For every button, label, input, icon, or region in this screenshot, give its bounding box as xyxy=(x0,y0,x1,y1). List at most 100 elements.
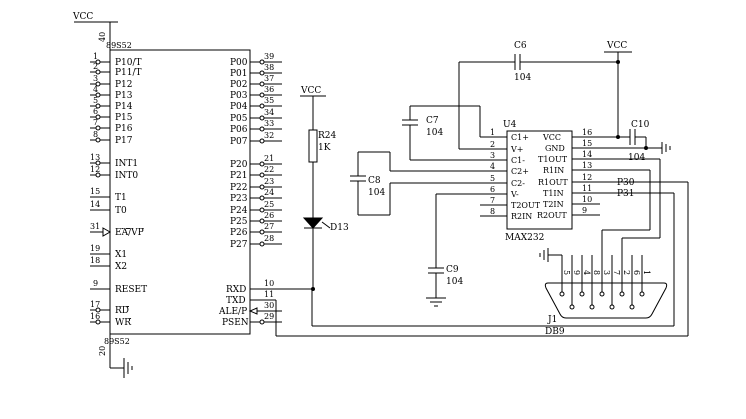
svg-text:35: 35 xyxy=(264,96,274,105)
db9-pins xyxy=(559,255,645,310)
svg-text:RD: RD xyxy=(115,306,129,316)
mcu-name-bottom: 89S52 xyxy=(104,337,130,346)
led-light-arrow xyxy=(321,221,331,229)
led-vcc-label: VCC xyxy=(300,86,321,96)
svg-text:R2OUT: R2OUT xyxy=(537,211,567,220)
svg-text:15: 15 xyxy=(582,139,592,148)
svg-text:29: 29 xyxy=(264,312,274,321)
svg-text:3: 3 xyxy=(93,74,98,83)
cap-c10: C10 104 xyxy=(618,120,650,163)
svg-text:P24: P24 xyxy=(230,206,248,216)
svg-text:ALE/P: ALE/P xyxy=(218,307,247,317)
svg-text:6: 6 xyxy=(490,185,495,194)
svg-text:P13: P13 xyxy=(115,91,133,101)
svg-text:X2: X2 xyxy=(115,262,127,272)
svg-text:P17: P17 xyxy=(115,136,133,146)
led-circuit: VCC R24 1K D13 xyxy=(300,86,349,291)
svg-text:R1IN: R1IN xyxy=(543,166,564,175)
svg-text:12: 12 xyxy=(90,165,100,174)
max232-pin-row: 3C1- xyxy=(480,151,525,165)
svg-text:34: 34 xyxy=(264,108,274,117)
svg-text:P21: P21 xyxy=(230,171,248,181)
cap-c6-ref: C6 xyxy=(514,41,527,51)
svg-text:P04: P04 xyxy=(230,102,248,112)
svg-text:13: 13 xyxy=(582,161,592,170)
svg-text:9: 9 xyxy=(582,206,587,215)
cap-c6: C6 104 xyxy=(458,41,618,150)
svg-text:1: 1 xyxy=(93,52,98,61)
svg-text:P06: P06 xyxy=(230,125,248,135)
svg-text:22: 22 xyxy=(264,165,274,174)
svg-text:P16: P16 xyxy=(115,124,133,134)
max232-body xyxy=(506,130,573,230)
svg-text:19: 19 xyxy=(90,244,100,253)
mcu-body xyxy=(109,49,251,335)
svg-text:V+: V+ xyxy=(510,145,523,154)
gnd-max232 xyxy=(661,142,671,154)
svg-text:2: 2 xyxy=(93,62,98,71)
svg-text:8: 8 xyxy=(93,130,98,139)
svg-text:5: 5 xyxy=(490,174,495,183)
svg-text:25: 25 xyxy=(264,200,274,209)
svg-text:6: 6 xyxy=(93,107,98,116)
svg-text:T1: T1 xyxy=(115,193,127,203)
vcc-top-right-label: VCC xyxy=(606,41,627,51)
svg-text:P11/T: P11/T xyxy=(115,68,142,78)
svg-text:17: 17 xyxy=(90,300,100,309)
svg-text:5: 5 xyxy=(93,96,98,105)
svg-text:8: 8 xyxy=(490,207,495,216)
svg-text:T0: T0 xyxy=(115,206,127,216)
svg-text:38: 38 xyxy=(264,63,274,72)
svg-text:INT0: INT0 xyxy=(115,171,138,181)
svg-text:24: 24 xyxy=(264,188,274,197)
svg-text:R2IN: R2IN xyxy=(511,212,532,221)
svg-text:P20: P20 xyxy=(230,160,248,170)
svg-text:RXD: RXD xyxy=(226,285,246,295)
svg-text:TXD: TXD xyxy=(226,296,246,306)
cap-c9-ref: C9 xyxy=(446,265,459,275)
svg-text:WR: WR xyxy=(115,318,131,328)
svg-text:23: 23 xyxy=(264,177,274,186)
svg-text:P15: P15 xyxy=(115,113,133,123)
svg-text:P27: P27 xyxy=(230,240,248,250)
svg-text:37: 37 xyxy=(264,74,274,83)
cap-c9: C9 104 xyxy=(426,193,480,307)
svg-text:33: 33 xyxy=(264,119,274,128)
resistor-r24 xyxy=(308,129,318,163)
svg-text:4: 4 xyxy=(582,270,591,275)
svg-text:26: 26 xyxy=(264,211,274,220)
svg-text:P03: P03 xyxy=(230,91,248,101)
svg-text:9: 9 xyxy=(572,270,581,275)
max232-part: MAX232 xyxy=(505,233,544,243)
svg-text:C2-: C2- xyxy=(511,179,525,188)
cap-c7-ref: C7 xyxy=(426,116,439,126)
